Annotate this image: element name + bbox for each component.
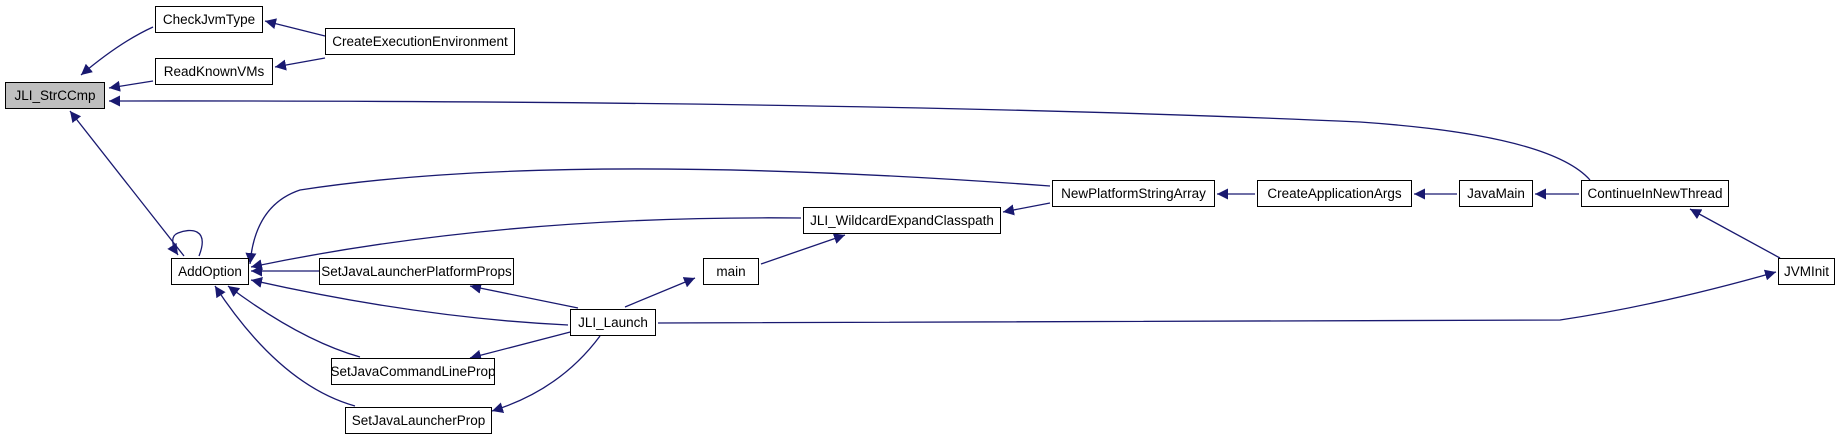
- node-main[interactable]: main: [703, 258, 759, 285]
- node-createapplicationargs[interactable]: CreateApplicationArgs: [1257, 180, 1412, 207]
- edge-jli_launch-to-setjavalauncherplatformprops: [469, 282, 579, 309]
- edge-continueinnewthread-to-jli_strccmp: [108, 95, 1591, 181]
- edge-jvminit-to-continueinnewthread: [1689, 208, 1781, 259]
- edge-main-to-jli_wildcardexpandclasspath: [760, 233, 846, 265]
- node-readknownvms[interactable]: ReadKnownVMs: [155, 58, 273, 85]
- edge-newplatformstringarray-to-addoption: [245, 168, 1051, 265]
- node-setjavalauncherprop[interactable]: SetJavaLauncherProp: [345, 407, 492, 434]
- node-continueinnewthread[interactable]: ContinueInNewThread: [1581, 180, 1729, 207]
- edge-readknownvms-to-jli_strccmp: [108, 80, 154, 92]
- edge-newplatformstringarray-to-jli_wildcardexpandclasspath: [1002, 202, 1051, 216]
- edge-jli_launch-to-addoption: [250, 277, 569, 326]
- edge-setjavalauncherprop-to-addoption: [214, 285, 356, 407]
- node-jli-strccmp: JLI_StrCCmp: [5, 82, 105, 109]
- edge-jli_launch-to-jvminit: [657, 269, 1777, 324]
- edge-checkjvmtype-to-jli_strccmp: [80, 26, 154, 76]
- edge-jli_launch-to-main: [624, 277, 696, 308]
- edge-jli_launch-to-setjavalauncherprop: [491, 335, 601, 414]
- node-setjavalauncherplatformprops[interactable]: SetJavaLauncherPlatformProps: [319, 258, 514, 285]
- edge-setjavacommandlineprop-to-addoption: [227, 285, 361, 358]
- node-newplatformstringarray[interactable]: NewPlatformStringArray: [1052, 180, 1215, 207]
- edge-jli_launch-to-setjavacommandlineprop: [469, 329, 579, 361]
- node-javamain[interactable]: JavaMain: [1459, 180, 1533, 207]
- edge-createexecutionenvironment-to-checkjvmtype: [264, 18, 326, 37]
- edge-addoption-to-addoption: [167, 229, 203, 257]
- edge-createexecutionenvironment-to-readknownvms: [274, 57, 326, 71]
- node-jli-wildcardexpandclasspath[interactable]: JLI_WildcardExpandClasspath: [803, 207, 1001, 234]
- node-jvminit[interactable]: JVMInit: [1778, 258, 1835, 285]
- node-jli-launch[interactable]: JLI_Launch: [570, 309, 656, 336]
- node-createexecutionenvironment[interactable]: CreateExecutionEnvironment: [325, 28, 515, 55]
- edge-jli_wildcardexpandclasspath-to-addoption: [250, 217, 802, 271]
- edge-addoption-to-jli_strccmp: [69, 110, 185, 257]
- node-setjavacommandlineprop[interactable]: SetJavaCommandLineProp: [330, 358, 496, 385]
- node-addoption[interactable]: AddOption: [171, 258, 249, 285]
- node-checkjvmtype[interactable]: CheckJvmType: [155, 6, 263, 33]
